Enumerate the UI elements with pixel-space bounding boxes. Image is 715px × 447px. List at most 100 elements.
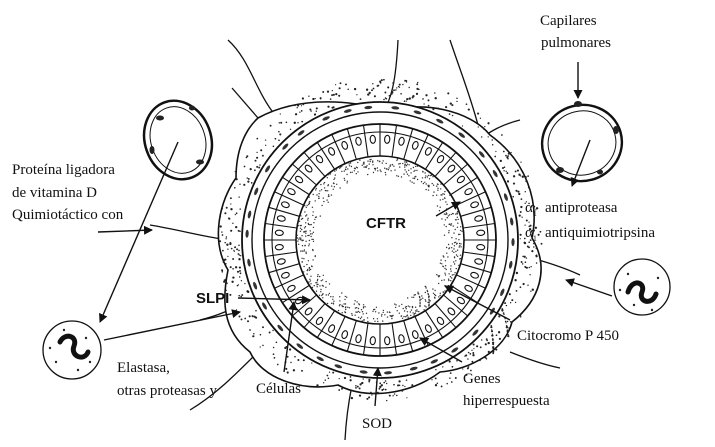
- mucus-dot: [357, 167, 358, 168]
- stipple-dot: [503, 170, 504, 171]
- mucus-dot: [458, 265, 459, 266]
- mucus-dot: [442, 199, 443, 200]
- stipple-dot: [446, 383, 448, 385]
- mucus-dot: [407, 297, 408, 298]
- mucus-dot: [403, 308, 404, 309]
- stipple-dot: [360, 98, 362, 100]
- mucus-dot: [361, 309, 362, 310]
- stipple-dot: [399, 84, 401, 86]
- mucus-dot: [460, 243, 461, 244]
- stipple-dot: [521, 261, 523, 263]
- mucus-dot: [307, 219, 308, 220]
- stipple-dot: [473, 348, 474, 349]
- mucus-dot: [356, 307, 357, 308]
- mucus-dot: [403, 316, 404, 317]
- stipple-dot: [366, 398, 368, 400]
- mucus-dot: [309, 240, 310, 241]
- stipple-dot: [534, 230, 535, 231]
- mucus-dot: [448, 232, 449, 233]
- mucus-dot: [442, 193, 443, 194]
- stipple-dot: [520, 234, 522, 236]
- mucus-dot: [321, 189, 322, 190]
- mucus-dot: [458, 239, 459, 240]
- mucus-dot: [301, 235, 302, 236]
- stipple-dot: [452, 115, 453, 116]
- mucus-dot: [433, 191, 434, 192]
- stipple-dot: [488, 342, 490, 344]
- mucus-dot: [408, 175, 409, 176]
- mucus-dot: [317, 286, 318, 287]
- stipple-dot: [507, 180, 509, 182]
- capillary-left: [133, 91, 222, 189]
- stipple-dot: [328, 378, 330, 380]
- mucus-dot: [386, 163, 387, 164]
- mucus-dot: [310, 283, 311, 284]
- mucus-dot: [448, 248, 449, 249]
- mucus-dot: [392, 164, 393, 165]
- mucus-dot: [344, 170, 345, 171]
- mucus-dot: [368, 168, 369, 169]
- stipple-dot: [529, 274, 530, 275]
- stipple-dot: [355, 387, 357, 389]
- mucus-dot: [437, 184, 438, 185]
- label-genes-1: Genes: [463, 371, 501, 387]
- stipple-dot: [467, 358, 469, 360]
- mucus-dot: [307, 269, 308, 270]
- stipple-dot: [265, 145, 266, 146]
- mucus-dot: [446, 269, 447, 270]
- stipple-dot: [386, 400, 387, 401]
- stipple-dot: [327, 106, 329, 108]
- stipple-dot: [368, 379, 370, 381]
- stipple-dot: [438, 107, 439, 108]
- mucus-dot: [376, 307, 377, 308]
- mucus-dot: [424, 305, 425, 306]
- mucus-dot: [402, 163, 403, 164]
- mucus-dot: [447, 256, 448, 257]
- mucus-dot: [441, 218, 442, 219]
- mucus-dot: [305, 233, 306, 234]
- mucus-dot: [430, 175, 431, 176]
- stipple-dot: [265, 139, 266, 140]
- mucus-dot: [406, 315, 407, 316]
- mucus-dot: [319, 295, 320, 296]
- mucus-dot: [405, 164, 406, 165]
- mucus-dot: [445, 201, 446, 202]
- stipple-dot: [383, 388, 385, 390]
- mucus-dot: [381, 315, 382, 316]
- stipple-dot: [391, 93, 393, 95]
- stipple-dot: [383, 382, 385, 384]
- stipple-dot: [227, 191, 229, 193]
- stipple-dot: [274, 357, 276, 359]
- mucus-dot: [383, 312, 384, 313]
- stipple-dot: [533, 246, 534, 247]
- stipple-dot: [220, 216, 222, 218]
- stipple-dot: [450, 372, 452, 374]
- mucus-dot: [437, 188, 438, 189]
- mucus-dot: [456, 243, 457, 244]
- stipple-dot: [276, 341, 278, 343]
- mucus-dot: [339, 300, 340, 301]
- stipple-dot: [333, 94, 335, 96]
- mucus-dot: [322, 285, 323, 286]
- lumen: [318, 178, 442, 302]
- stipple-dot: [301, 121, 303, 123]
- stipple-dot: [507, 321, 508, 322]
- stipple-dot: [241, 280, 242, 281]
- stipple-dot: [383, 99, 385, 101]
- stipple-dot: [226, 207, 228, 209]
- mucus-dot: [308, 223, 309, 224]
- label-antiproteasa: antiproteasa: [545, 200, 618, 216]
- stipple-dot: [486, 358, 487, 359]
- stipple-dot: [240, 272, 242, 274]
- stipple-dot: [331, 94, 333, 96]
- mucus-dot: [330, 173, 331, 174]
- mucus-dot: [451, 214, 452, 215]
- mucus-dot: [450, 280, 451, 281]
- mucus-dot: [458, 219, 459, 220]
- mucus-dot: [382, 162, 383, 163]
- mucus-dot: [384, 314, 385, 315]
- mucus-dot: [306, 214, 307, 215]
- mucus-dot: [452, 250, 453, 251]
- mucus-dot: [418, 293, 419, 294]
- mucus-dot: [404, 310, 405, 311]
